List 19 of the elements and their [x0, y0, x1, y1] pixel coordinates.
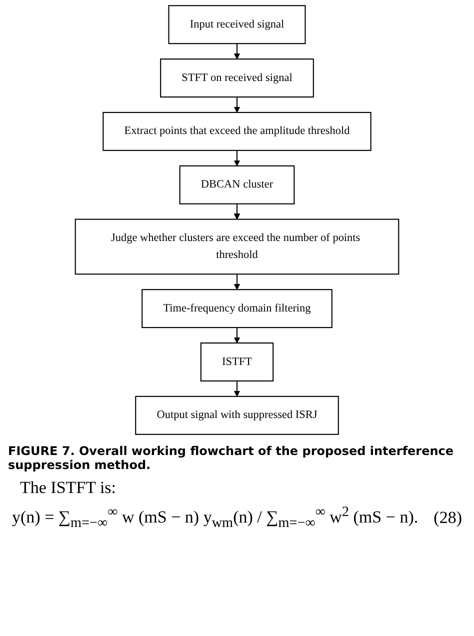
arrow — [234, 204, 240, 220]
arrow — [234, 44, 240, 60]
node-box: Output signal with suppressed ISRJ — [135, 396, 339, 435]
text-line: The ISTFT is: — [20, 478, 118, 498]
arrow — [234, 380, 240, 397]
node-box: STFT on received signal — [160, 58, 314, 98]
node-box: Input received signal — [168, 5, 306, 44]
arrow — [234, 97, 240, 113]
node-box: Judge whether clusters are exceed the number of points threshold — [74, 218, 400, 275]
arrow — [234, 328, 240, 344]
equation-number: (28) — [434, 508, 462, 528]
arrow — [234, 274, 240, 290]
node-box: Time-frequency domain filtering — [142, 289, 332, 328]
node-box: DBCAN cluster — [179, 165, 295, 204]
node-box: Extract points that exceed the amplitude threshold — [102, 112, 372, 151]
node-box: ISTFT — [200, 342, 274, 382]
equation: y(n) = ∑$_{m=−∞}$$^{∞}$ w (mS − n) y$_{wm}$(n) / ∑$_{m=−∞}$$^{∞}$ w$^{2}$ (mS − n). — [12, 504, 418, 532]
figure-caption: FIGURE 7. Overall working flowchart of the proposed interference suppression method. — [8, 444, 455, 472]
arrow — [234, 150, 240, 166]
